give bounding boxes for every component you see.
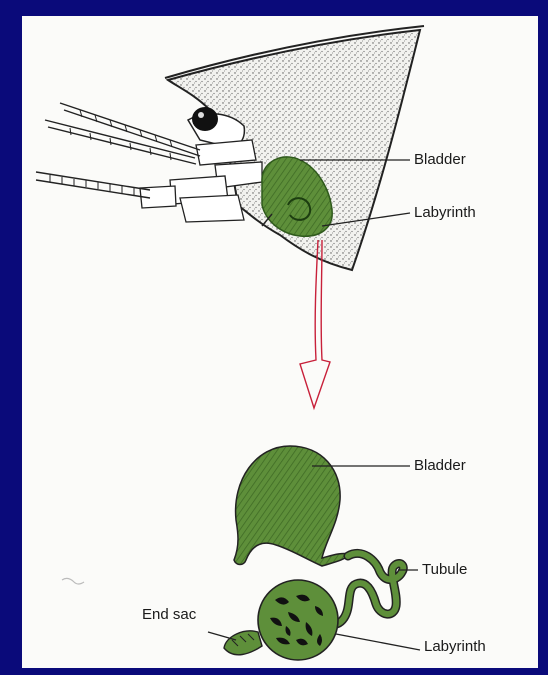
scan-mark xyxy=(62,578,84,584)
label-bottom-bladder: Bladder xyxy=(414,457,466,474)
magnify-arrow xyxy=(300,240,330,408)
bladder xyxy=(234,446,350,566)
label-bottom-labyrinth: Labyrinth xyxy=(424,638,486,655)
crustacean-head xyxy=(36,26,424,270)
eye xyxy=(192,107,218,131)
label-top-labyrinth: Labyrinth xyxy=(414,204,476,221)
label-end-sac: End sac xyxy=(142,606,196,623)
label-top-bladder: Bladder xyxy=(414,151,466,168)
enlarged-gland xyxy=(208,446,420,660)
end-sac xyxy=(224,631,262,655)
label-tubule: Tubule xyxy=(422,561,467,578)
